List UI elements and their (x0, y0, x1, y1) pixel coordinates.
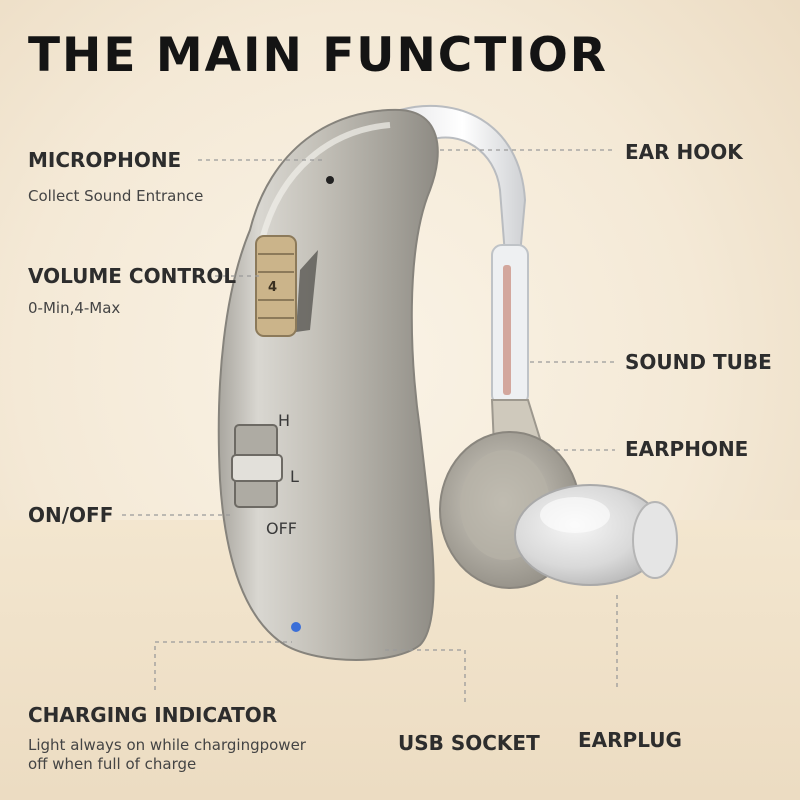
leader-lines (122, 149, 618, 705)
desc-charging-line-1: Light always on while chargingpower (28, 736, 306, 754)
label-charging-indicator: CHARGING INDICATOR (28, 703, 278, 727)
volume-wheel-value: 4 (268, 280, 277, 295)
desc-microphone: Collect Sound Entrance (28, 187, 204, 205)
switch-label-h: H (278, 411, 290, 430)
device-body (217, 108, 439, 661)
label-earplug: EARPLUG (578, 728, 682, 752)
ear-hook (398, 104, 527, 256)
power-switch-knob (231, 454, 283, 482)
charging-indicator-led (291, 622, 301, 632)
label-sound-tube: SOUND TUBE (625, 350, 772, 374)
switch-label-l: L (290, 467, 299, 486)
desc-charging-line-2: off when full of charge (28, 755, 197, 773)
volume-wheel (255, 235, 297, 337)
label-usb-socket: USB SOCKET (398, 731, 540, 755)
label-on-off: ON/OFF (28, 503, 114, 527)
label-ear-hook: EAR HOOK (625, 140, 743, 164)
microphone-hole (326, 176, 334, 184)
label-volume-control: VOLUME CONTROL (28, 264, 237, 288)
label-microphone: MICROPHONE (28, 148, 182, 172)
label-earphone: EARPHONE (625, 437, 749, 461)
switch-label-off: OFF (266, 519, 297, 538)
desc-volume-control: 0-Min,4-Max (28, 299, 121, 317)
page-title: THE MAIN FUNCTIOR (28, 28, 608, 83)
